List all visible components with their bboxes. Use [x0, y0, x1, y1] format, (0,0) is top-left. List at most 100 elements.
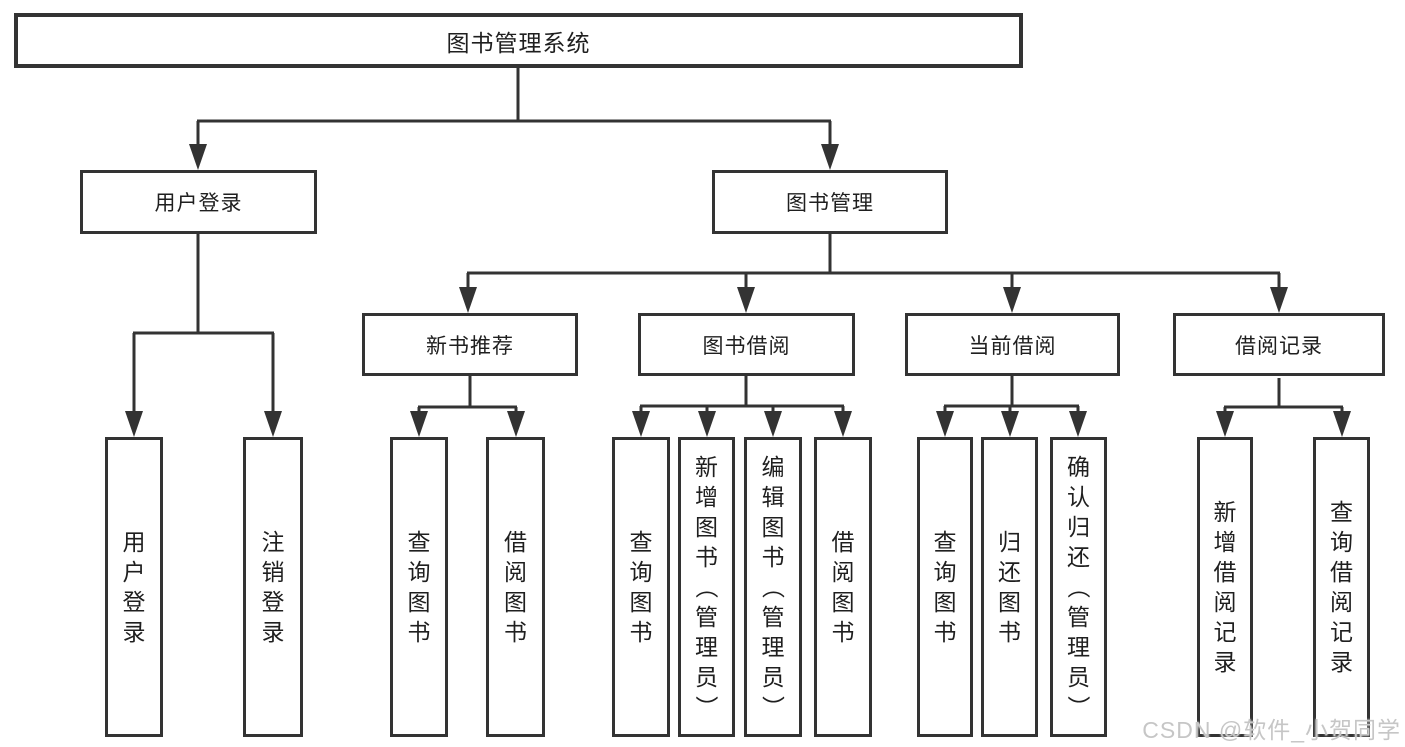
node-leaf-query-book-1: 查询图书	[390, 437, 448, 737]
arrowhead-down-icon	[834, 411, 852, 437]
node-leaf-user-login: 用户登录	[105, 437, 163, 737]
vertical-char: 图	[629, 589, 653, 615]
vertical-char: 还	[1067, 544, 1090, 570]
vertical-char: 图	[831, 589, 855, 615]
vertical-char: 新	[695, 454, 718, 480]
vertical-char: 新	[1213, 499, 1237, 525]
vertical-char: ）	[760, 695, 786, 719]
vertical-char: 图	[933, 589, 957, 615]
node-leaf-query-record: 查询借阅记录	[1313, 437, 1370, 737]
node-leaf-add-book: 新增图书 （ 管理员 ）	[678, 437, 735, 737]
vertical-char: 录	[261, 619, 285, 645]
arrowhead-down-icon	[1333, 411, 1351, 437]
vertical-char: ）	[1065, 695, 1092, 719]
vertical-char: 查	[407, 529, 431, 555]
arrowhead-down-icon	[1069, 411, 1087, 437]
vertical-char: 认	[1067, 484, 1090, 510]
vertical-char: 理	[695, 634, 718, 660]
watermark: CSDN @软件_小贺同学	[1142, 717, 1401, 743]
vertical-char: 书	[504, 619, 527, 645]
arrowhead-down-icon	[764, 411, 782, 437]
vertical-char: 图	[695, 514, 718, 540]
vertical-char: 销	[261, 559, 285, 585]
arrowhead-down-icon	[410, 411, 428, 437]
arrowhead-down-icon	[936, 411, 954, 437]
vertical-char: 户	[122, 559, 146, 585]
vertical-char: 编	[761, 454, 785, 480]
vertical-char: 阅	[1213, 589, 1237, 615]
node-book-mgmt: 图书管理	[712, 170, 948, 234]
arrowhead-down-icon	[189, 144, 207, 170]
vertical-char: （	[693, 575, 720, 599]
vertical-char: 阅	[1330, 589, 1353, 615]
vertical-char: 阅	[831, 559, 855, 585]
vertical-char: 图	[998, 589, 1021, 615]
arrowhead-down-icon	[125, 411, 143, 437]
arrowhead-down-icon	[821, 144, 839, 170]
vertical-char: 员	[761, 664, 785, 690]
arrowhead-down-icon	[1270, 287, 1288, 313]
arrowhead-down-icon	[698, 411, 716, 437]
arrowhead-down-icon	[1003, 287, 1021, 313]
vertical-char: 书	[629, 619, 653, 645]
vertical-char: 书	[407, 619, 431, 645]
vertical-char: 记	[1213, 619, 1237, 645]
vertical-char: ）	[693, 695, 720, 719]
vertical-char: 询	[407, 559, 431, 585]
node-leaf-borrow-book-2: 借阅图书	[814, 437, 872, 737]
vertical-char: 登	[261, 589, 285, 615]
arrowhead-down-icon	[264, 411, 282, 437]
node-leaf-edit-book: 编辑图书（管理员）	[744, 437, 802, 737]
vertical-char: 员	[1067, 664, 1090, 690]
vertical-char: （	[760, 575, 786, 599]
vertical-char: 借	[1330, 559, 1353, 585]
vertical-char: 借	[831, 529, 855, 555]
node-leaf-query-book-2: 查询图书	[612, 437, 670, 737]
node-leaf-confirm-return: 确认归还（管理员）	[1050, 437, 1107, 737]
vertical-char: 查	[933, 529, 957, 555]
vertical-char: 录	[1330, 649, 1353, 675]
vertical-char: 图	[407, 589, 431, 615]
vertical-char: 录	[1213, 649, 1237, 675]
vertical-char: 书	[761, 544, 785, 570]
node-user-login: 用户登录	[80, 170, 317, 234]
vertical-char: 借	[1213, 559, 1237, 585]
arrowhead-down-icon	[459, 287, 477, 313]
vertical-char: 书	[831, 619, 855, 645]
vertical-char: 用	[122, 529, 146, 555]
node-new-book-rec: 新书推荐	[362, 313, 578, 376]
arrowhead-down-icon	[737, 287, 755, 313]
arrowhead-down-icon	[632, 411, 650, 437]
vertical-char: 还	[998, 559, 1021, 585]
vertical-char: 增	[695, 484, 718, 510]
vertical-char: 图	[504, 589, 527, 615]
vertical-char: 管	[761, 604, 785, 630]
node-root: 图书管理系统	[14, 13, 1023, 68]
vertical-char: 书	[933, 619, 957, 645]
vertical-char: 录	[122, 619, 146, 645]
vertical-char: 管	[695, 604, 718, 630]
vertical-char: 询	[1330, 529, 1353, 555]
vertical-char: 借	[504, 529, 527, 555]
node-borrow-records: 借阅记录	[1173, 313, 1385, 376]
vertical-char: 归	[1067, 514, 1090, 540]
node-leaf-logout: 注销登录	[243, 437, 303, 737]
node-leaf-query-book-3: 查询图书	[917, 437, 973, 737]
arrowhead-down-icon	[1001, 411, 1019, 437]
vertical-char: 员	[695, 664, 718, 690]
vertical-char: 管	[1067, 604, 1090, 630]
vertical-char: 确	[1067, 454, 1090, 480]
node-leaf-add-record: 新增借阅记录	[1197, 437, 1253, 737]
vertical-char: 询	[933, 559, 957, 585]
vertical-char: 增	[1213, 529, 1237, 555]
vertical-char: 查	[629, 529, 653, 555]
vertical-char: 书	[695, 544, 718, 570]
node-leaf-borrow-book-1: 借阅图书	[486, 437, 545, 737]
vertical-char: 阅	[504, 559, 527, 585]
vertical-char: 询	[629, 559, 653, 585]
vertical-char: 图	[761, 514, 785, 540]
vertical-char: 理	[761, 634, 785, 660]
vertical-char: 归	[998, 529, 1021, 555]
vertical-char: 查	[1330, 499, 1353, 525]
